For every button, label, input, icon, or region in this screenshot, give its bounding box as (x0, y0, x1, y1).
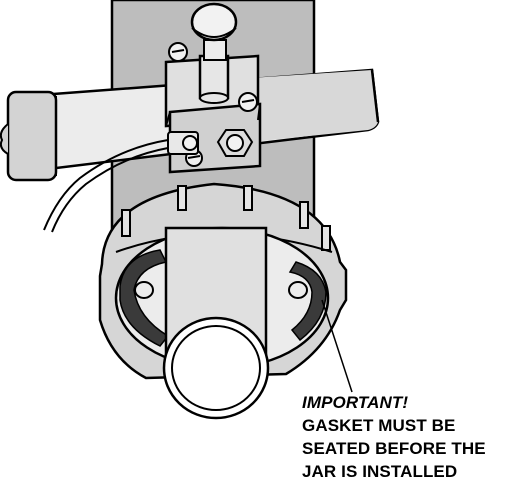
bracket-screws (168, 42, 258, 167)
cable-connector (167, 131, 199, 155)
callout-heading: IMPORTANT! (302, 393, 409, 412)
spout-tube (162, 226, 270, 420)
callout-line-1: GASKET MUST BE (302, 416, 456, 435)
callout-line-2: SEATED BEFORE THE (302, 439, 486, 458)
left-housing (0, 90, 58, 182)
horizontal-bar-shade (250, 70, 378, 142)
locating-pins (134, 281, 308, 299)
plunger-knob (190, 2, 238, 104)
callout-line-3: JAR IS INSTALLED (302, 462, 458, 481)
cables (43, 139, 169, 233)
callout-text: IMPORTANT! GASKET MUST BE SEATED BEFORE … (302, 391, 524, 483)
callout-leader-line (321, 299, 353, 393)
gasket-right (288, 261, 327, 342)
hex-fitting (216, 129, 254, 157)
